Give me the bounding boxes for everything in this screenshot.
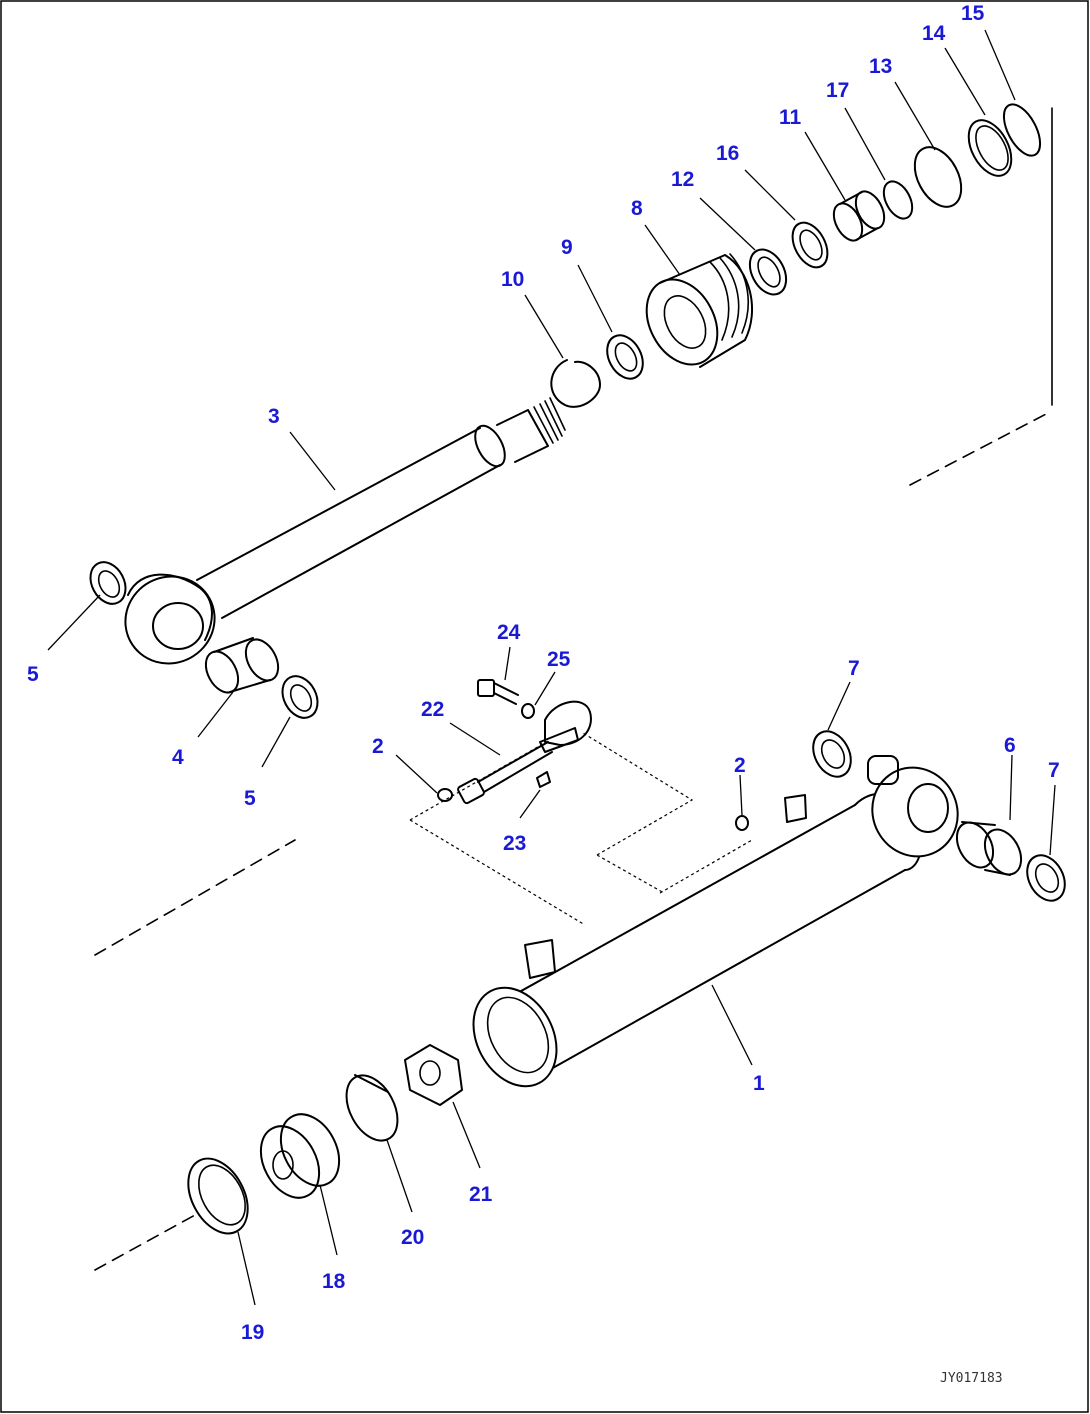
piston-rod (124, 397, 566, 665)
piston (259, 1113, 341, 1199)
label-10: 10 (501, 268, 524, 291)
buffer-ring-inner (757, 256, 781, 288)
label-1: 1 (753, 1072, 765, 1095)
dust-seal-upper-right (812, 730, 852, 778)
label-4: 4 (172, 746, 184, 769)
label-2-right: 2 (734, 754, 746, 777)
label-22: 22 (421, 698, 444, 721)
label-5-left: 5 (27, 663, 39, 686)
dust-seal-left (89, 561, 127, 605)
bushing-head (832, 190, 886, 242)
cylinder-head (645, 253, 753, 368)
u-packing-inner (799, 229, 823, 261)
label-12: 12 (671, 168, 694, 191)
retaining-ring-inner (614, 342, 638, 372)
connection-lines (409, 732, 753, 926)
bushing-rod-end (204, 637, 280, 694)
bushing-bottom (955, 821, 1023, 876)
label-20: 20 (401, 1226, 424, 1249)
label-7-lower: 7 (1048, 759, 1060, 782)
label-15: 15 (961, 2, 985, 25)
label-6: 6 (1004, 734, 1016, 757)
piston-ring (345, 1074, 399, 1142)
dust-seal-center-inner (289, 684, 313, 712)
dust-seal-left-inner (97, 570, 121, 598)
dust-seal-upper-right-inner (820, 739, 846, 769)
label-18: 18 (322, 1270, 346, 1293)
label-3: 3 (268, 405, 280, 428)
label-7-upper: 7 (848, 657, 860, 680)
cylinder-body (472, 755, 959, 1088)
label-5-center: 5 (244, 787, 256, 810)
dust-seal-lower-right (1026, 854, 1066, 902)
backup-ring (967, 119, 1013, 177)
pipe-assembly (457, 700, 592, 805)
label-14: 14 (922, 22, 946, 45)
o-ring (913, 146, 963, 208)
label-17: 17 (826, 79, 849, 102)
label-24: 24 (497, 621, 521, 644)
dust-seal-center (281, 675, 319, 719)
piston-nut (404, 1044, 463, 1106)
wear-ring (187, 1157, 249, 1235)
washer (521, 703, 535, 719)
label-16: 16 (716, 142, 739, 165)
leader-lines (47, 29, 1056, 1306)
label-9: 9 (561, 236, 573, 259)
plug-right (735, 815, 749, 831)
drawing-code: JY017183 (940, 1371, 1003, 1386)
bolt (477, 679, 519, 705)
clamp (536, 771, 551, 788)
backup-ring-inner (975, 125, 1009, 171)
label-11: 11 (779, 106, 802, 129)
axis-lines (94, 107, 1053, 1271)
snap-ring-head (882, 180, 914, 220)
label-25: 25 (547, 648, 571, 671)
label-2-left: 2 (372, 735, 384, 758)
retaining-ring (606, 334, 644, 380)
plug-left (437, 788, 453, 802)
snap-ring (550, 359, 601, 408)
label-8: 8 (631, 197, 643, 220)
label-19: 19 (241, 1321, 264, 1344)
label-13: 13 (869, 55, 892, 78)
part-labels: 1 2 2 3 4 5 5 6 7 7 8 9 10 11 12 13 14 1… (27, 2, 1060, 1344)
u-packing (791, 221, 829, 269)
buffer-ring (748, 248, 788, 296)
dust-seal-lower-right-inner (1034, 863, 1060, 893)
label-23: 23 (503, 832, 526, 855)
label-21: 21 (469, 1183, 493, 1206)
dust-ring-15 (1002, 103, 1042, 157)
